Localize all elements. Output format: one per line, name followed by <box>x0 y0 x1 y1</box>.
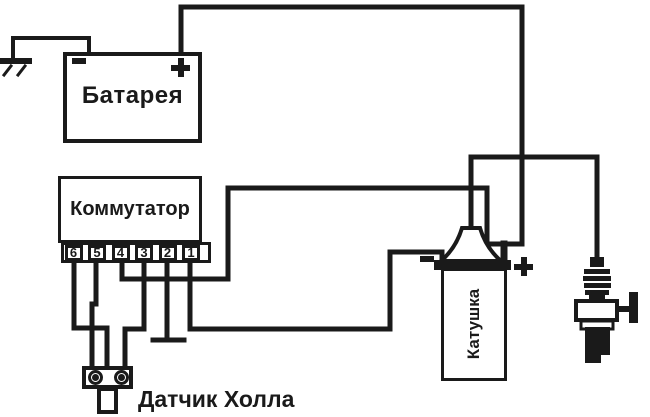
ignition-coil-label: Катушка <box>464 288 483 360</box>
battery-label: Батарея <box>81 82 184 109</box>
terminal-cell-2: 2 <box>158 245 177 261</box>
commutator-label: Коммутатор <box>70 198 190 220</box>
wire-high-voltage <box>468 154 600 262</box>
hall-sensor-pin-left-dot <box>92 374 99 381</box>
coil-plus-icon: + <box>514 257 533 276</box>
terminal-cell-4: 4 <box>111 245 130 261</box>
terminal-cell-3: 3 <box>135 245 153 261</box>
battery-minus-icon: - <box>72 58 86 64</box>
battery-plus-icon: + <box>171 58 190 77</box>
spark-plug-icon <box>574 257 638 363</box>
terminal-cell-5: 5 <box>88 245 106 261</box>
hall-sensor-stem <box>97 387 118 414</box>
coil-hv-tower <box>435 226 507 263</box>
wire-terminal5-sensor <box>89 258 99 370</box>
hall-sensor-pin-right-dot <box>118 374 125 381</box>
hall-sensor-label: Датчик Холла <box>138 386 295 412</box>
wire-terminal3-sensor <box>122 258 147 370</box>
terminal-cell-6: 6 <box>64 245 83 261</box>
coil-top-plate <box>434 260 511 270</box>
wire-terminal1-coil-negative <box>187 249 445 332</box>
wire-battery-positive <box>178 4 525 247</box>
coil-minus-icon: - <box>420 256 434 262</box>
earth-ground-icon <box>0 58 32 78</box>
commutator-box: Коммутатор <box>58 176 202 243</box>
wire-battery-negative <box>11 36 91 62</box>
terminal-cell-1: 1 <box>182 245 200 261</box>
ignition-coil-box <box>441 268 507 381</box>
